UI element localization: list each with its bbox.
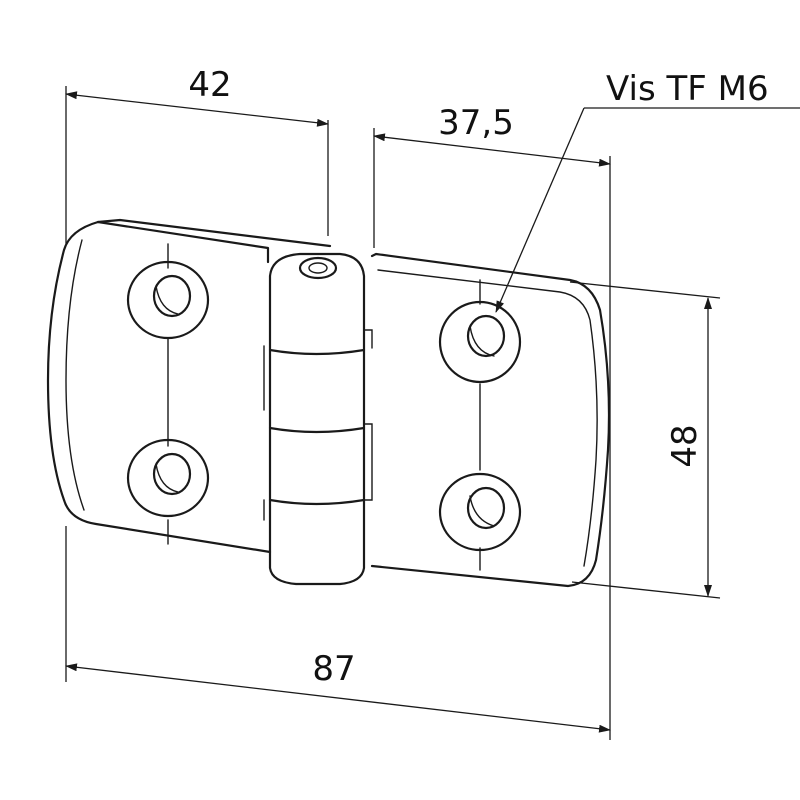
dimension-87-label: 87	[312, 649, 355, 689]
right-leaf	[370, 252, 611, 588]
dimension-42: 42	[65, 65, 329, 244]
dimension-37-5-label: 37,5	[438, 103, 514, 143]
dimension-87: 87	[65, 526, 611, 733]
dimension-42-label: 42	[188, 65, 231, 105]
screw-hole-left-bottom	[126, 438, 210, 518]
callout-screw: Vis TF M6	[495, 69, 800, 313]
screw-hole-right-bottom	[438, 472, 522, 552]
screw-hole-right-top	[438, 300, 522, 384]
left-leaf	[46, 218, 332, 554]
screw-hole-left-top	[126, 260, 210, 340]
dimension-48: 48	[569, 281, 721, 599]
dimension-37-5: 37,5	[373, 103, 611, 740]
hinge-knuckle	[263, 252, 373, 586]
callout-screw-label: Vis TF M6	[606, 69, 769, 109]
dimension-48-label: 48	[665, 424, 705, 467]
